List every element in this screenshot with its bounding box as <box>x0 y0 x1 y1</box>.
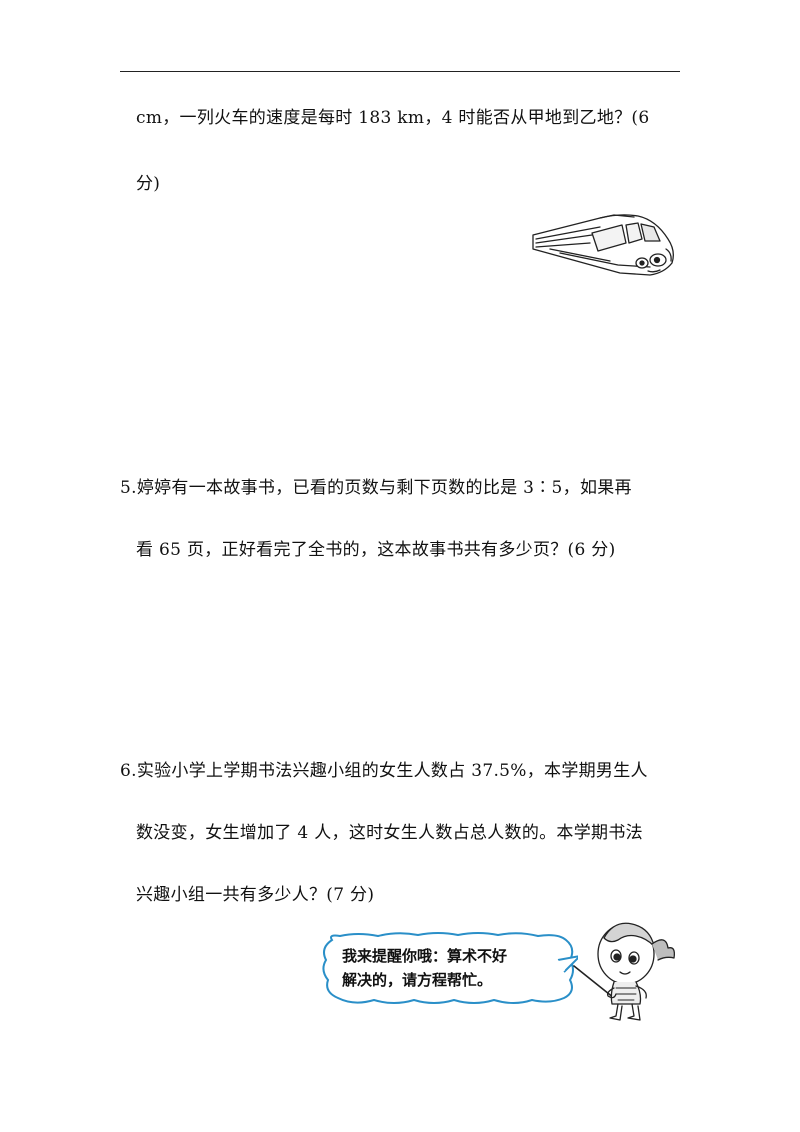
header-rule <box>120 71 680 72</box>
tip-speech-bubble <box>322 932 578 1004</box>
problem-6-line-3: 兴趣小组一共有多少人？(7 分) <box>136 885 375 905</box>
problem-4-line-2: 分) <box>136 174 161 194</box>
mascot-illustration-icon <box>573 922 676 1021</box>
problem-6-line-1: 6.实验小学上学期书法兴趣小组的女生人数占 37.5%，本学期男生人 <box>120 761 648 781</box>
train-illustration-icon <box>532 214 674 276</box>
tip-line-2: 解决的，请方程帮忙。 <box>342 971 493 989</box>
problem-6-line-2: 数没变，女生增加了 4 人，这时女生人数占总人数的。本学期书法 <box>136 823 643 843</box>
problem-5-line-1: 5.婷婷有一本故事书，已看的页数与剩下页数的比是 3∶5，如果再 <box>120 478 632 498</box>
problem-5-line-2: 看 65 页，正好看完了全书的，这本故事书共有多少页？(6 分) <box>136 540 616 560</box>
problem-4-line-1: cm，一列火车的速度是每时 183 km，4 时能否从甲地到乙地？(6 <box>136 108 650 128</box>
tip-line-1: 我来提醒你哦：算术不好 <box>342 947 508 965</box>
